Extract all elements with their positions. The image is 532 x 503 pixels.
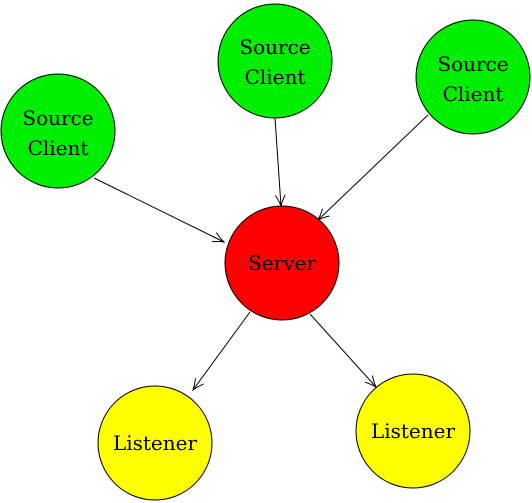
node-label-line-1: Source (437, 52, 508, 76)
edge-server-to-listener-1 (191, 311, 251, 392)
node-label-line-2: Client (28, 136, 89, 160)
node-source-client-2: Source Client (217, 3, 333, 119)
node-circle (224, 205, 340, 321)
node-label-line-1: Listener (113, 431, 198, 455)
node-label-line-1: Listener (371, 419, 456, 443)
node-circle (217, 3, 333, 119)
edge-source-1-to-server (93, 177, 226, 243)
node-label-line-1: Source (22, 106, 93, 130)
node-circle (0, 73, 116, 189)
edges-group (93, 114, 429, 392)
node-circle (97, 385, 213, 501)
node-circle (415, 19, 531, 135)
node-circle (355, 373, 471, 489)
node-listener-1: Listener (97, 385, 213, 501)
node-listener-2: Listener (355, 373, 471, 489)
edge-source-3-to-server (316, 114, 429, 222)
node-label-line-2: Client (245, 65, 306, 89)
node-server: Server (224, 205, 340, 321)
node-label-line-1: Server (248, 251, 316, 275)
node-label-line-2: Client (443, 82, 504, 106)
edge-server-to-listener-2 (309, 313, 378, 389)
edge-source-2-to-server (274, 117, 286, 208)
node-source-client-3: Source Client (415, 19, 531, 135)
node-source-client-1: Source Client (0, 73, 116, 189)
node-label-line-1: Source (239, 35, 310, 59)
